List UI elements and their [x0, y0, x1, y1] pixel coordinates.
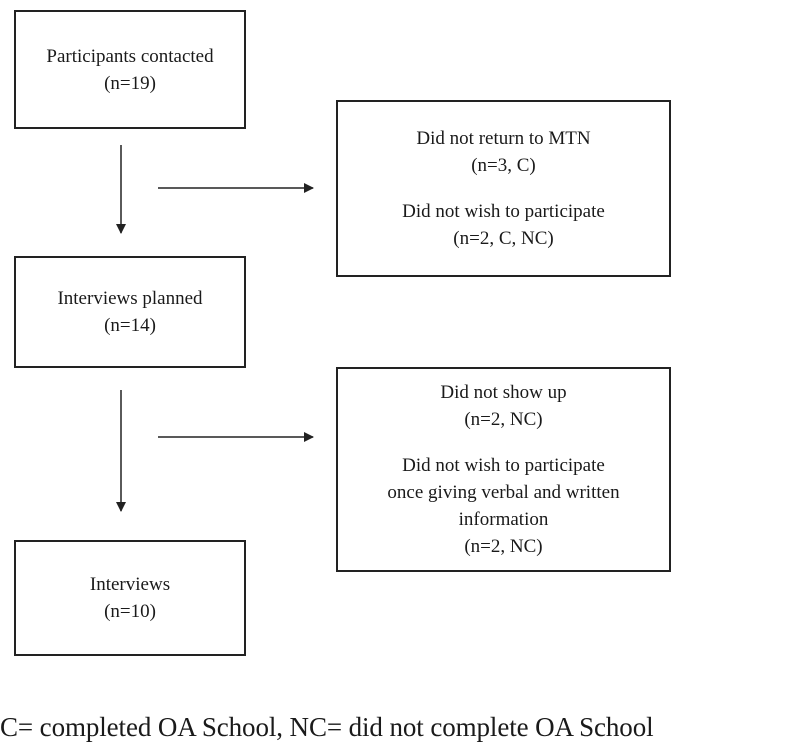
exclusion-1-reason-b: Did not wish to participate: [402, 201, 605, 222]
exclusion-box-2: Did not show up (n=2, NC) Did not wish t…: [336, 367, 671, 572]
interviews-count: (n=10): [104, 601, 156, 622]
legend-footnote: C= completed OA School, NC= did not comp…: [0, 712, 654, 742]
interviews-planned-box: Interviews planned (n=14): [14, 256, 246, 368]
interviews-box: Interviews (n=10): [14, 540, 246, 656]
participants-contacted-count: (n=19): [104, 72, 156, 94]
participants-contacted-label: Participants contacted: [46, 45, 214, 67]
exclusion-2-reason-b-line2: once giving verbal and written: [387, 482, 620, 503]
exclusion-1-count-b: (n=2, C, NC): [453, 228, 554, 249]
exclusion-2-count-b: (n=2, NC): [464, 536, 543, 557]
participants-contacted-box: Participants contacted (n=19): [14, 10, 246, 129]
interviews-planned-label: Interviews planned: [57, 288, 203, 309]
interviews-label: Interviews: [89, 574, 171, 595]
exclusion-1-reason-a: Did not return to MTN: [416, 128, 591, 149]
exclusion-2-reason-b-line1: Did not wish to participate: [402, 455, 605, 476]
interviews-planned-count: (n=14): [104, 315, 156, 336]
exclusion-2-reason-b-line3: information: [458, 509, 549, 530]
exclusion-2-count-a: (n=2, NC): [464, 409, 543, 430]
exclusion-1-count-a: (n=3, C): [471, 155, 536, 176]
exclusion-box-1: Did not return to MTN (n=3, C) Did not w…: [336, 100, 671, 277]
exclusion-2-reason-a: Did not show up: [440, 382, 567, 403]
